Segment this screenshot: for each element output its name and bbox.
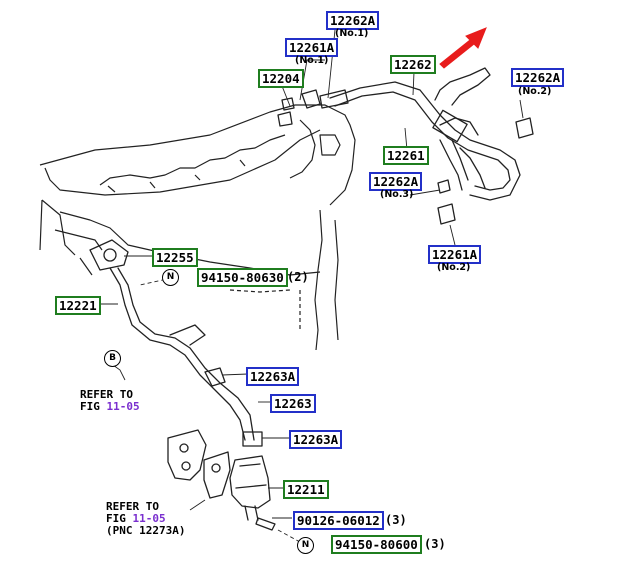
part-label-12263[interactable]: 12263 <box>270 394 316 413</box>
part-label-12261A-no1[interactable]: 12261A <box>285 38 339 57</box>
part-label-12204[interactable]: 12204 <box>258 69 304 88</box>
part-label-12261[interactable]: 12261 <box>383 146 429 165</box>
part-label-12262A-no3[interactable]: 12262A <box>369 172 423 191</box>
refer-1-line2: FIG 11-05 <box>80 401 140 413</box>
part-label-12263A-upper[interactable]: 12263A <box>246 367 300 386</box>
hoses-and-pipes <box>89 67 534 531</box>
marker-n-1: N <box>162 269 179 286</box>
part-label-94150-80600[interactable]: 94150-80600 <box>331 535 422 554</box>
part-note-no2-12261A: (No.2) <box>437 262 471 273</box>
marker-b: B <box>104 350 121 367</box>
part-label-12261A-no2[interactable]: 12261A <box>428 245 482 264</box>
refer-to-fig-1[interactable]: REFER TO FIG 11-05 <box>80 389 140 413</box>
part-label-94150-80630[interactable]: 94150-80630 <box>197 268 288 287</box>
marker-n-2: N <box>297 537 314 554</box>
refer-1-prefix: FIG <box>80 400 107 413</box>
part-note-no1-12262A: (No.1) <box>335 28 369 39</box>
part-label-12255[interactable]: 12255 <box>152 248 198 267</box>
refer-2-fig-link[interactable]: 11-05 <box>132 512 166 525</box>
part-label-12221[interactable]: 12221 <box>55 296 101 315</box>
refer-1-fig-link[interactable]: 11-05 <box>106 400 140 413</box>
red-pointer-arrow <box>439 27 487 69</box>
part-qty-90126-06012: (3) <box>385 513 407 527</box>
part-label-12262[interactable]: 12262 <box>390 55 436 74</box>
part-note-no2-12262A: (No.2) <box>518 86 552 97</box>
refer-to-fig-2[interactable]: REFER TO FIG 11-05 (PNC 12273A) <box>106 501 185 537</box>
part-label-12211[interactable]: 12211 <box>283 480 329 499</box>
refer-1-line1: REFER TO <box>80 388 133 401</box>
part-label-12262A-no1[interactable]: 12262A <box>326 11 380 30</box>
part-note-no3-12262A: (No.3) <box>380 189 414 200</box>
part-label-90126-06012[interactable]: 90126-06012 <box>293 511 384 530</box>
engine-block-outline <box>39 104 356 351</box>
part-qty-94150-80600: (3) <box>424 537 446 551</box>
part-qty-94150-80630: (2) <box>287 270 309 284</box>
part-label-12262A-no2[interactable]: 12262A <box>511 68 565 87</box>
refer-2-line3: (PNC 12273A) <box>106 524 186 537</box>
leader-lines <box>85 29 524 543</box>
part-label-12263A-lower[interactable]: 12263A <box>289 430 343 449</box>
refer-2-line2: FIG 11-05 <box>106 513 185 525</box>
part-note-no1-12261A: (No.1) <box>295 55 329 66</box>
refer-2-prefix: FIG <box>106 512 133 525</box>
refer-2-line1: REFER TO <box>106 500 159 513</box>
